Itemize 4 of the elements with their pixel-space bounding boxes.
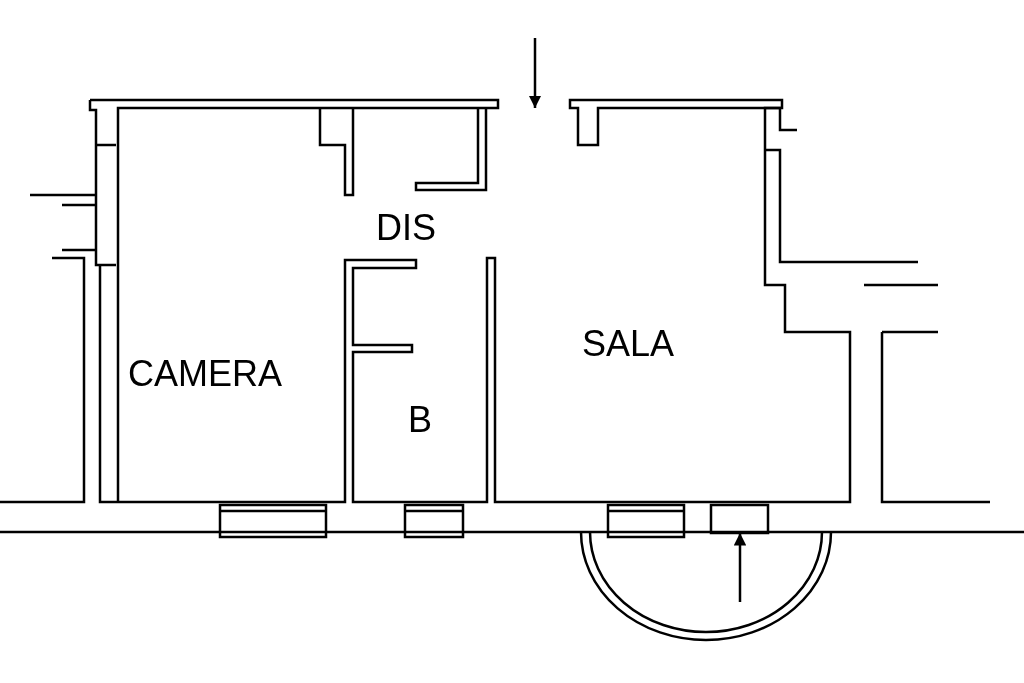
room-label: CAMERA [128,356,283,392]
room-label: DIS [376,210,436,246]
room-label: SALA [582,326,675,362]
room-label: B [408,402,432,438]
